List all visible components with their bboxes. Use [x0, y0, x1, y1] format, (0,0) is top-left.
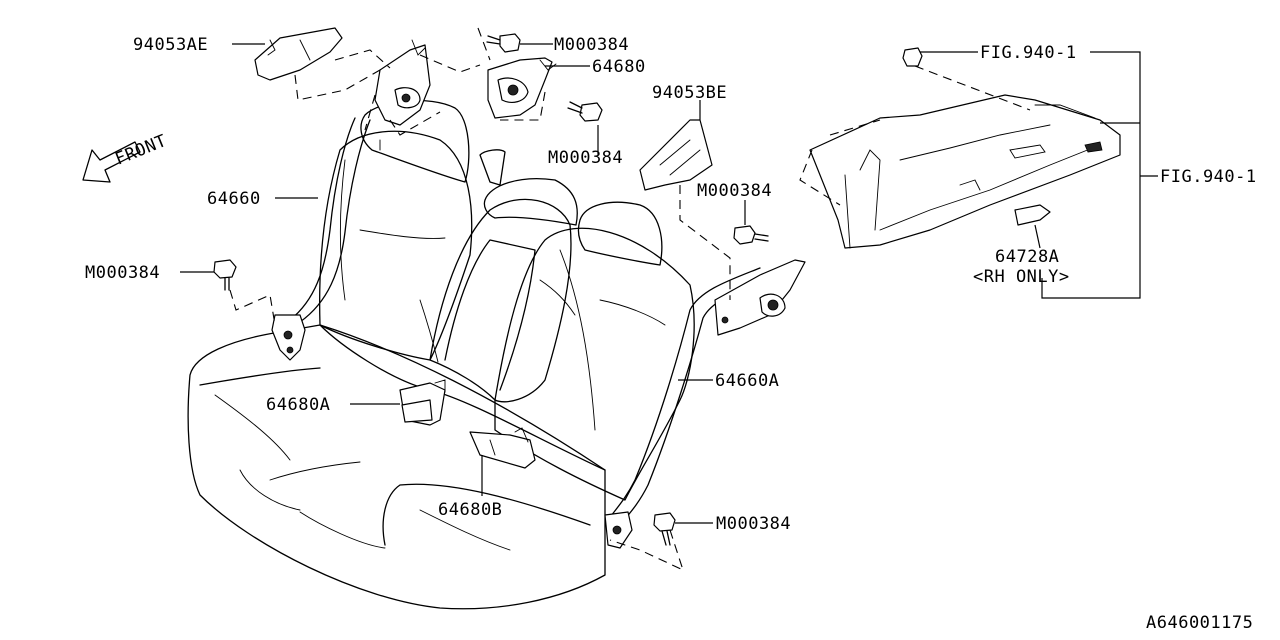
label-fig940-1-side: FIG.940-1: [1160, 167, 1257, 187]
label-m000384-mid: M000384: [548, 148, 623, 168]
label-m000384-right: M000384: [697, 181, 772, 201]
bolt-m000384-left: [213, 259, 237, 291]
bolt-m000384-top: [486, 33, 521, 53]
label-64680B: 64680B: [438, 500, 502, 520]
label-64680A: 64680A: [266, 395, 330, 415]
label-94053AE: 94053AE: [133, 35, 208, 55]
label-fig940-1-top: FIG.940-1: [980, 43, 1077, 63]
bolt-m000384-right: [733, 225, 769, 245]
part-labels: 94053AE M000384 64680 94053BE M000384 FR…: [85, 35, 1257, 633]
phantom-lines: [229, 27, 1031, 572]
trim-panel-fig940: [809, 94, 1121, 249]
label-64680: 64680: [592, 57, 646, 77]
label-64728A: 64728A: [995, 247, 1059, 267]
label-64660: 64660: [207, 189, 261, 209]
label-rh-only: <RH ONLY>: [973, 267, 1070, 287]
cover-94053BE: [639, 119, 713, 191]
label-m000384-bottom: M000384: [716, 514, 791, 534]
clip-64728A: [1014, 204, 1051, 226]
retractor-bracket-left: [374, 39, 431, 126]
label-94053BE: 94053BE: [652, 83, 727, 103]
retractor-64680: [487, 57, 557, 119]
label-m000384-top: M000384: [554, 35, 629, 55]
clip-fig940-top: [902, 47, 923, 67]
bolt-m000384-bottom: [653, 512, 676, 546]
cover-94053AE: [254, 27, 343, 81]
label-64660A: 64660A: [715, 371, 779, 391]
bolt-m000384-mid: [567, 101, 603, 122]
label-front: FRONT: [112, 131, 169, 170]
buckle-64680B: [469, 427, 536, 469]
leader-lines: [180, 43, 1158, 524]
front-direction-arrow: [82, 141, 141, 183]
diagram-id: A646001175: [1146, 613, 1253, 633]
retractor-bracket-right: [714, 259, 806, 336]
label-m000384-left: M000384: [85, 263, 160, 283]
seat-belt-64660: [271, 117, 371, 361]
buckle-64680A: [399, 379, 446, 426]
